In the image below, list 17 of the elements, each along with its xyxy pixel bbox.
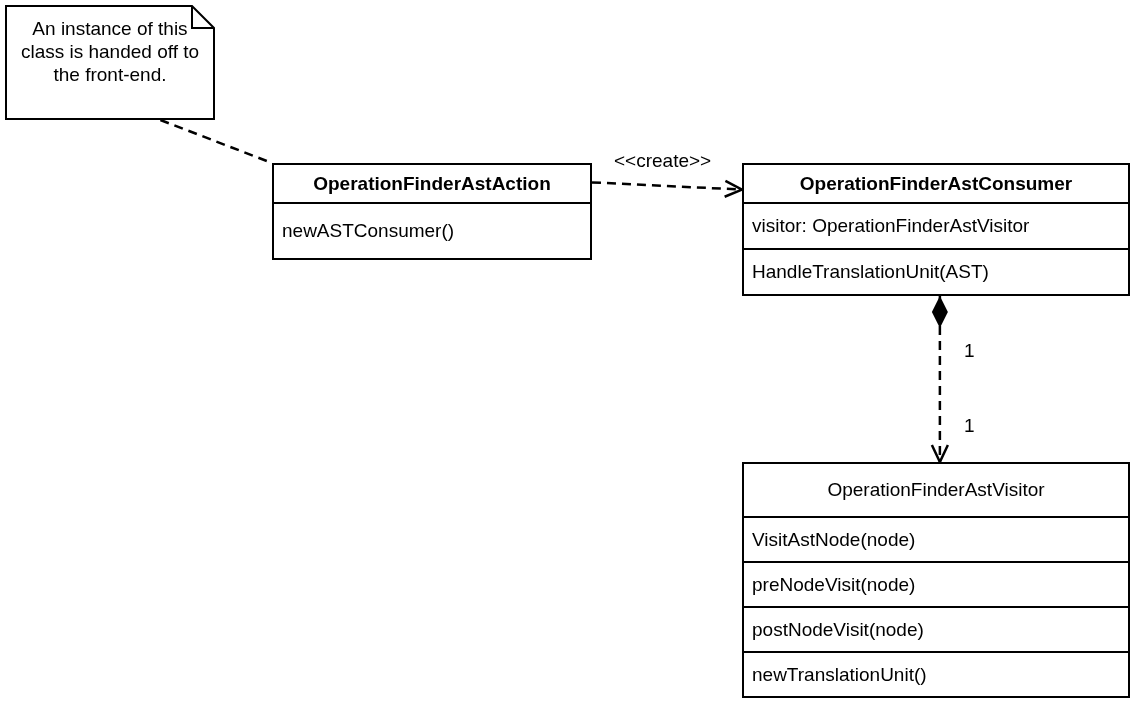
class-name: OperationFinderAstAction: [313, 172, 551, 195]
class-box: [742, 462, 1130, 698]
method-text: newTranslationUnit(): [752, 663, 927, 686]
class-name: OperationFinderAstVisitor: [827, 479, 1045, 501]
method-text: preNodeVisit(node): [752, 573, 916, 596]
method-text: newASTConsumer(): [282, 220, 455, 242]
class-box: [742, 163, 1130, 296]
dependency-arrow: [591, 179, 744, 199]
composition-arrow: [930, 296, 950, 464]
method-text: postNodeVisit(node): [752, 618, 924, 641]
attribute-text: visitor: OperationFinderAstVisitor: [752, 215, 1030, 237]
class-name: OperationFinderAstConsumer: [799, 172, 1073, 195]
note-text: An instance of this class is handed off to the front-end.: [19, 17, 201, 86]
class-box: [272, 163, 592, 260]
note-box: [5, 5, 215, 120]
method-text: HandleTranslationUnit(AST): [752, 261, 989, 283]
method-text: VisitAstNode(node): [752, 528, 916, 551]
